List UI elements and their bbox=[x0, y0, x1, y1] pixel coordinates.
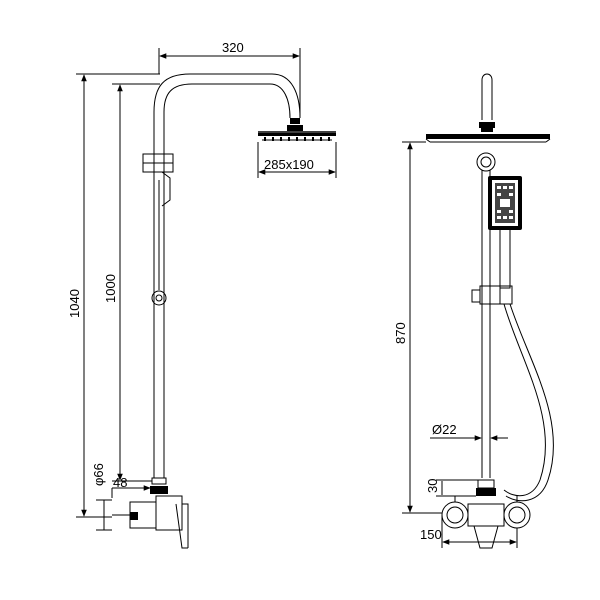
dimension-label-d22: Ø22 bbox=[432, 422, 457, 437]
dimension-rail-height: 1000 bbox=[103, 83, 160, 482]
dimension-head-size: 285x190 bbox=[257, 142, 337, 178]
dimension-height-870: 870 bbox=[393, 141, 442, 514]
front-view: 870 Ø22 30 150 bbox=[393, 73, 554, 549]
hand-shower-holder-front bbox=[471, 285, 513, 305]
dimension-label-285x190: 285x190 bbox=[264, 157, 314, 172]
dimension-total-height: 1040 bbox=[67, 73, 160, 518]
adjustment-knob bbox=[151, 290, 167, 306]
dimension-label-48: 48 bbox=[113, 475, 127, 490]
dimension-pipe-diameter: Ø22 bbox=[430, 422, 508, 441]
dimension-label-320: 320 bbox=[222, 40, 244, 55]
dimension-label-phi66: φ66 bbox=[91, 463, 106, 486]
dimension-offset-48: 48 bbox=[111, 475, 151, 498]
rain-shower-head bbox=[258, 118, 336, 141]
dimension-label-870: 870 bbox=[393, 322, 408, 344]
mixer-valve-side bbox=[112, 477, 189, 549]
shower-hose bbox=[503, 303, 554, 502]
dimension-arm-reach: 320 bbox=[158, 40, 301, 118]
dimension-diameter-66: φ66 bbox=[91, 463, 112, 531]
dimension-label-1040: 1040 bbox=[67, 289, 82, 318]
dimension-center-150: 150 bbox=[420, 515, 518, 548]
adjustment-knob-front bbox=[476, 152, 496, 172]
mixer-valve-front bbox=[441, 479, 531, 549]
dimension-valve-30: 30 bbox=[425, 479, 478, 497]
hand-shower-holder bbox=[142, 153, 174, 290]
dimension-label-30: 30 bbox=[425, 479, 440, 493]
rain-shower-head-front bbox=[425, 134, 551, 143]
side-view: 320 285x190 1040 1000 φ66 bbox=[67, 40, 337, 549]
overhead-arm bbox=[153, 73, 301, 119]
dimension-label-1000: 1000 bbox=[103, 274, 118, 303]
dimension-label-150: 150 bbox=[420, 527, 442, 542]
top-pipe bbox=[479, 73, 495, 132]
hand-shower-head bbox=[488, 176, 522, 289]
